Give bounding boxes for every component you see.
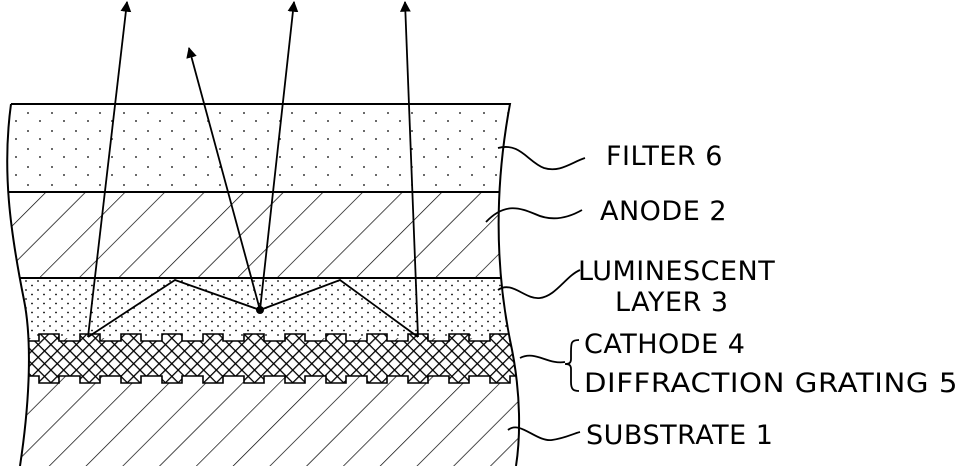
- leader-cathode-grating: [520, 356, 565, 363]
- cathode-grating-layer: [0, 334, 540, 383]
- label-luminescent-line1: LUMINESCENT: [578, 256, 775, 287]
- luminescent-layer: [0, 278, 540, 338]
- bracket: [565, 340, 579, 391]
- anode-layer: [0, 192, 540, 278]
- leader-anode: [486, 208, 582, 222]
- label-anode: ANODE 2: [600, 196, 727, 227]
- emission-point: [256, 306, 264, 314]
- label-substrate: SUBSTRATE 1: [586, 420, 773, 451]
- layer-stack: [0, 104, 540, 466]
- label-grating: DIFFRACTION GRATING 5: [584, 368, 958, 399]
- label-luminescent-line2: LAYER 3: [615, 287, 729, 318]
- label-cathode: CATHODE 4: [584, 329, 745, 360]
- leader-filter: [498, 147, 585, 169]
- filter-layer: [0, 104, 540, 192]
- label-filter: FILTER 6: [606, 141, 723, 172]
- leader-luminescent: [498, 270, 580, 298]
